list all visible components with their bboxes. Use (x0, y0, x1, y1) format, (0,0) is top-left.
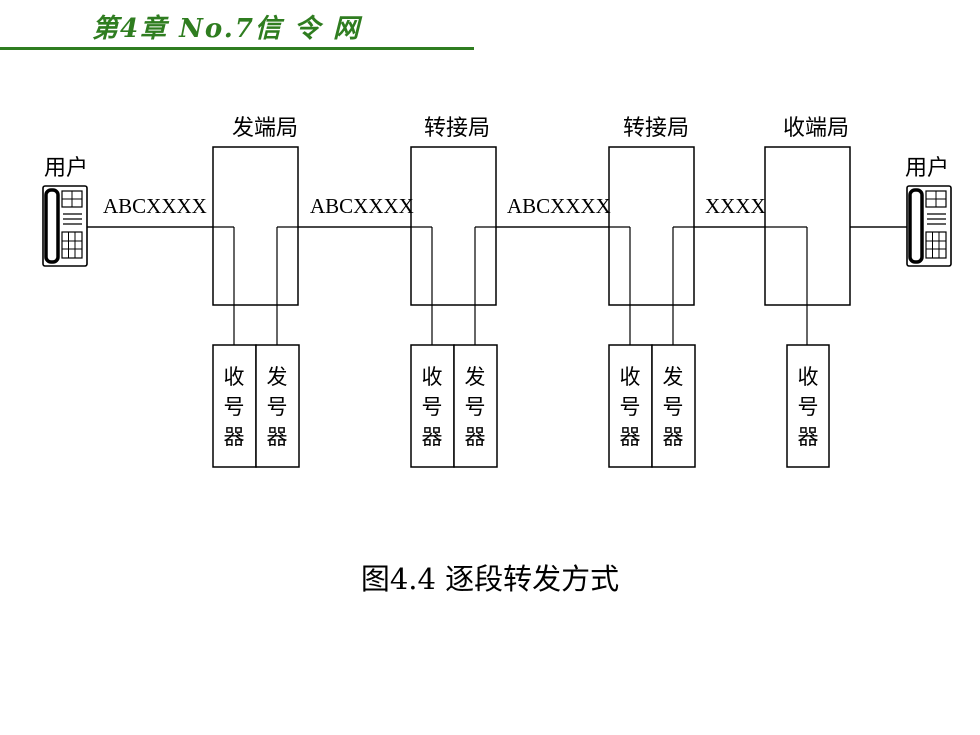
telephone-icon (906, 185, 952, 267)
register-sender-2: 发 号 器 (465, 365, 486, 449)
svg-text:号: 号 (224, 395, 245, 419)
svg-text:器: 器 (422, 425, 443, 449)
svg-text:号: 号 (798, 395, 819, 419)
user-label-right: 用户 (905, 156, 949, 181)
register-sender-1: 发 号 器 (267, 365, 288, 449)
signal-label-4: XXXX (705, 194, 766, 218)
register-boxes (212, 344, 830, 468)
signal-label-3: ABCXXXX (507, 194, 611, 218)
register-sender-3: 发 号 器 (663, 365, 684, 449)
exchange-label-terminating: 收端局 (783, 116, 849, 141)
exchange-label-transit-1: 转接局 (424, 116, 490, 141)
register-receiver-4: 收 号 器 (798, 365, 819, 449)
exchange-box-originating (212, 146, 299, 306)
signal-label-1: ABCXXXX (103, 194, 207, 218)
telephone-icon (42, 185, 88, 267)
exchange-label-transit-2: 转接局 (623, 116, 689, 141)
svg-text:器: 器 (798, 425, 819, 449)
exchange-box-transit-2 (608, 146, 695, 306)
svg-text:器: 器 (620, 425, 641, 449)
svg-text:号: 号 (663, 395, 684, 419)
figure-caption: 图4.4 逐段转发方式 (360, 562, 620, 596)
svg-text:发: 发 (663, 365, 684, 389)
register-receiver-2: 收 号 器 (422, 365, 443, 449)
register-receiver-3: 收 号 器 (620, 365, 641, 449)
svg-text:发: 发 (465, 365, 486, 389)
svg-text:号: 号 (465, 395, 486, 419)
svg-text:器: 器 (224, 425, 245, 449)
register-receiver-1: 收 号 器 (224, 365, 245, 449)
svg-text:号: 号 (422, 395, 443, 419)
exchange-label-originating: 发端局 (232, 116, 298, 141)
svg-text:发: 发 (267, 365, 288, 389)
svg-text:号: 号 (620, 395, 641, 419)
svg-text:号: 号 (267, 395, 288, 419)
header-divider (0, 47, 474, 50)
signal-label-2: ABCXXXX (310, 194, 414, 218)
page-header-title: 第4章 No.7信 令 网 (92, 14, 362, 44)
svg-text:收: 收 (620, 365, 641, 389)
svg-text:收: 收 (798, 365, 819, 389)
internal-connections (233, 227, 808, 345)
svg-text:器: 器 (267, 425, 288, 449)
user-label-left: 用户 (44, 156, 88, 181)
svg-text:收: 收 (224, 365, 245, 389)
svg-text:收: 收 (422, 365, 443, 389)
svg-text:器: 器 (465, 425, 486, 449)
svg-text:器: 器 (663, 425, 684, 449)
exchange-box-transit-1 (410, 146, 497, 306)
